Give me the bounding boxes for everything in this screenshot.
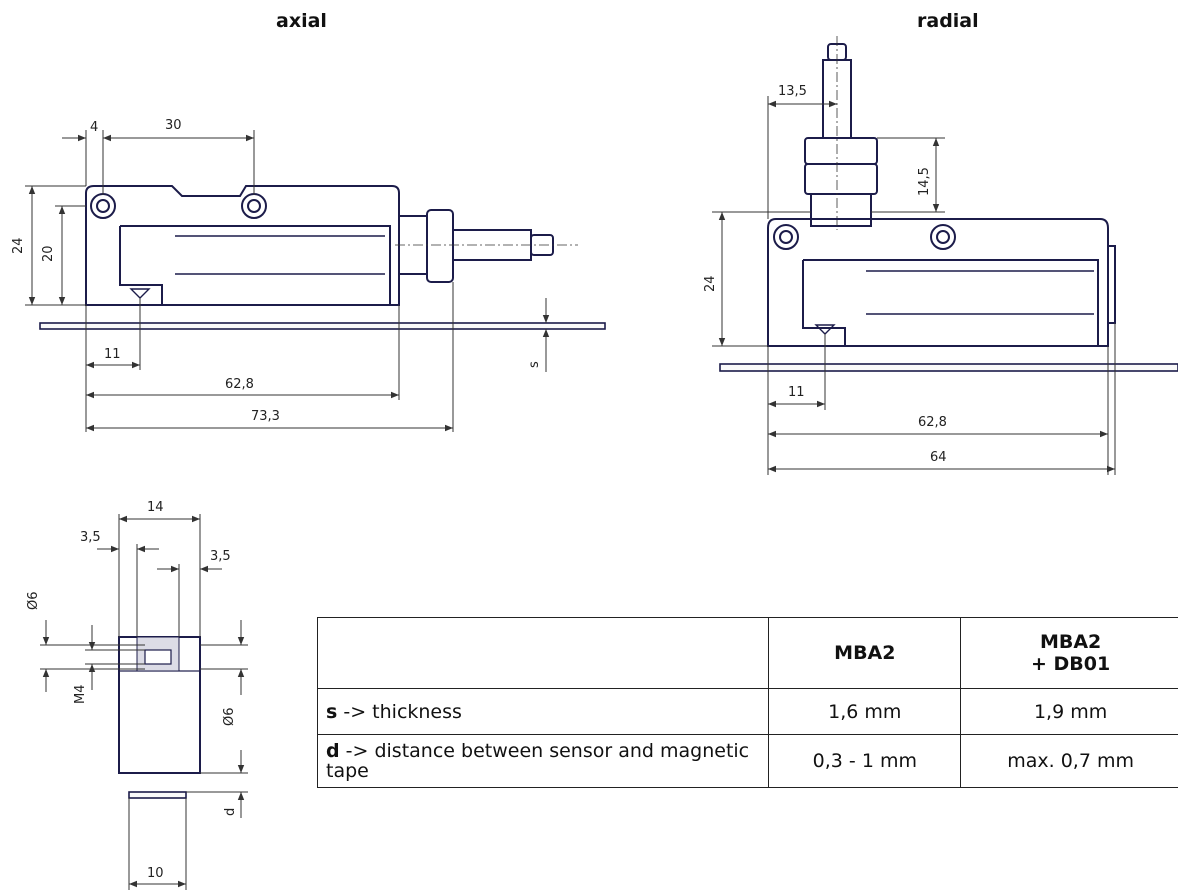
- radial-dim-13-5: 13,5: [778, 84, 807, 99]
- axial-mounting-plate: [39, 322, 606, 330]
- radial-dim-14-5: 14,5: [917, 167, 932, 196]
- spec-row-key: s: [326, 700, 338, 723]
- radial-view-title: radial: [917, 10, 979, 32]
- spec-cell-db01: max. 0,7 mm: [960, 734, 1178, 788]
- axial-dim-30: 30: [165, 118, 182, 133]
- axial-view: 4 30 24 20 s 11 62,8 73,3: [11, 118, 606, 432]
- axial-dim-s: s: [527, 361, 542, 368]
- axial-screw-hole-right-inner: [247, 199, 261, 213]
- spec-table-header-row: MBA2 MBA2 + DB01: [316, 617, 1178, 689]
- axial-dim-24: 24: [11, 237, 26, 254]
- axial-view-title: axial: [276, 10, 327, 32]
- axial-dim-20: 20: [41, 245, 56, 262]
- radial-dim-64: 64: [930, 450, 947, 465]
- spec-row-desc: -> thickness: [337, 700, 462, 723]
- side-dim-14: 14: [147, 500, 164, 515]
- side-dim-m4: M4: [73, 685, 88, 705]
- spec-cell-mba2: 1,6 mm: [768, 688, 962, 735]
- spec-row-label: d -> distance between sensor and magneti…: [316, 734, 770, 788]
- radial-screw-hole-left: [773, 224, 799, 250]
- axial-dim-62-8: 62,8: [225, 377, 254, 392]
- radial-dim-11: 11: [788, 385, 805, 400]
- radial-dim-24: 24: [703, 275, 718, 292]
- spec-row-label: s -> thickness: [316, 688, 770, 735]
- spec-header-empty: [316, 617, 770, 689]
- side-dim-3-5-left: 3,5: [80, 530, 101, 545]
- spec-row-desc: -> distance between sensor and magnetic …: [326, 740, 750, 782]
- axial-dim-4: 4: [90, 120, 98, 135]
- radial-side-cap: [1107, 245, 1116, 324]
- axial-dim-11: 11: [104, 347, 121, 362]
- axial-body-inner-edge: [119, 225, 391, 305]
- side-dim-10: 10: [147, 866, 164, 881]
- radial-sensor-body: [767, 218, 1109, 347]
- axial-sensor-body: [85, 185, 400, 306]
- side-view: 14 3,5 3,5 Ø6 M4 Ø6 d: [26, 500, 248, 890]
- spec-cell-mba2: 0,3 - 1 mm: [768, 734, 962, 788]
- radial-sensing-mark: [814, 324, 836, 335]
- spec-row-key: d: [326, 740, 340, 762]
- axial-screw-hole-right: [241, 193, 267, 219]
- radial-mounting-plate: [719, 363, 1178, 372]
- side-dim-phi6-right: Ø6: [222, 707, 237, 726]
- spec-cell-db01: 1,9 mm: [960, 688, 1178, 735]
- axial-sensing-mark: [129, 288, 151, 299]
- radial-screw-hole-right-inner: [936, 230, 950, 244]
- spec-header-mba2-db01: MBA2 + DB01: [960, 617, 1178, 689]
- radial-screw-hole-right: [930, 224, 956, 250]
- radial-connector-collar: [810, 193, 872, 227]
- axial-dim-73-3: 73,3: [251, 409, 280, 424]
- table-row: s -> thickness 1,6 mm 1,9 mm: [316, 688, 1178, 735]
- radial-view: 13,5 14,5 24 11 62,8 64: [703, 36, 1178, 475]
- side-threaded-bore: [144, 649, 172, 665]
- spec-table: MBA2 MBA2 + DB01 s -> thickness 1,6 mm 1…: [316, 617, 1178, 788]
- radial-connector-nut-top: [804, 137, 878, 165]
- table-row: d -> distance between sensor and magneti…: [316, 734, 1178, 788]
- side-magnetic-tape: [128, 791, 187, 799]
- side-dim-phi6-top: Ø6: [26, 591, 41, 610]
- radial-body-inner-edge: [802, 259, 1099, 346]
- axial-screw-hole-left: [90, 193, 116, 219]
- side-dim-3-5-right: 3,5: [210, 549, 231, 564]
- axial-screw-hole-left-inner: [96, 199, 110, 213]
- radial-screw-hole-left-inner: [779, 230, 793, 244]
- axial-connector-nut: [426, 209, 454, 283]
- spec-header-mba2: MBA2: [768, 617, 962, 689]
- side-dim-d: d: [223, 808, 238, 816]
- radial-connector-nut-mid: [804, 163, 878, 195]
- radial-dim-62-8: 62,8: [918, 415, 947, 430]
